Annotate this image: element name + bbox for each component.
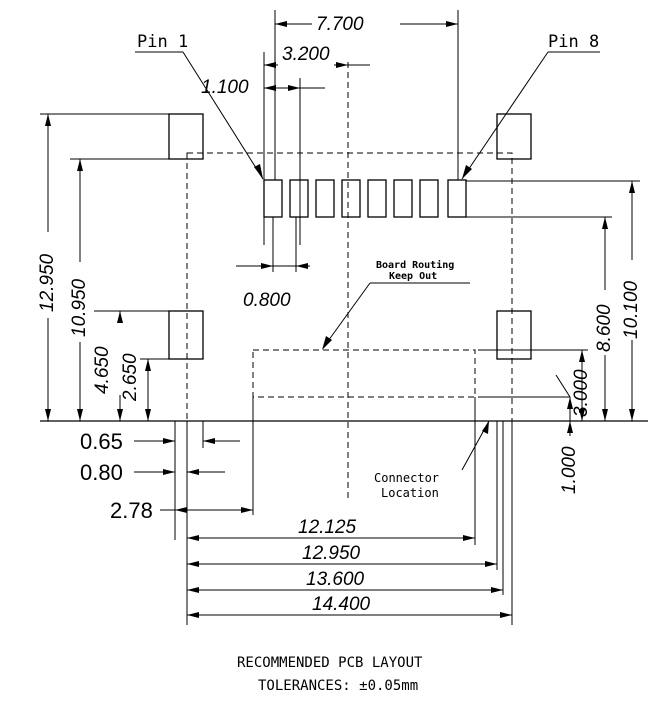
pin-1-pad	[263, 179, 283, 218]
dim-14400: 14.400	[312, 594, 371, 615]
pin-4-pad	[341, 179, 361, 218]
board-outline	[186, 62, 513, 500]
pitch-dimension	[236, 263, 310, 269]
dim-1000: 1.000	[559, 446, 580, 494]
pin-8-label: Pin 8	[548, 32, 599, 52]
dim-0-65: 0.65	[80, 429, 123, 454]
small-offset-dimensions	[134, 397, 254, 625]
pad-bottom-right	[496, 310, 532, 360]
dim-12950-bottom: 12.950	[302, 543, 361, 564]
left-dimensions	[40, 113, 169, 421]
dim-2-78: 2.78	[110, 498, 153, 523]
drawing-title: RECOMMENDED PCB LAYOUT	[237, 655, 423, 671]
connector-label-1: Connector	[374, 471, 439, 485]
right-dimensions	[466, 180, 640, 436]
pad-top-left	[168, 113, 204, 160]
keepout-leader	[322, 282, 470, 350]
dim-3000: 3.000	[571, 369, 592, 417]
tolerance-note: TOLERANCES: ±0.05mm	[258, 678, 418, 694]
dim-2650: 2.650	[120, 353, 141, 402]
pin-1-label: Pin 1	[137, 32, 188, 52]
connector-leader	[461, 420, 490, 471]
dim-10100: 10.100	[621, 280, 642, 339]
pin-8-pad	[447, 179, 467, 218]
dim-8600: 8.600	[594, 304, 615, 352]
bottom-dimensions	[187, 397, 513, 625]
dim-1100: 1.100	[201, 77, 249, 98]
pin-2-pad	[289, 179, 309, 218]
dim-13600: 13.600	[306, 569, 365, 590]
connector-label-2: Location	[381, 486, 439, 500]
keepout-label-2: Keep Out	[389, 271, 437, 282]
pin-5-pad	[367, 179, 387, 218]
top-dimensions	[263, 10, 459, 272]
dim-0-80: 0.80	[80, 460, 123, 485]
pin-7-pad	[419, 179, 439, 218]
dim-4650: 4.650	[92, 346, 113, 394]
pin-leaders	[135, 51, 600, 180]
dim-3200: 3.200	[282, 44, 330, 65]
dim-0800-pitch: 0.800	[243, 290, 291, 311]
dim-7700: 7.700	[316, 14, 364, 35]
dim-12125: 12.125	[298, 517, 357, 538]
dim-12950-left: 12.950	[37, 253, 58, 312]
pin-3-pad	[315, 179, 335, 218]
pin-6-pad	[393, 179, 413, 218]
keepout-label-1: Board Routing	[376, 259, 454, 271]
pad-bottom-left	[168, 310, 204, 360]
signal-pins	[263, 179, 467, 218]
dim-10950: 10.950	[69, 278, 90, 337]
connector-outline	[252, 349, 476, 398]
mounting-pads	[168, 113, 532, 360]
pad-top-right	[496, 113, 532, 160]
